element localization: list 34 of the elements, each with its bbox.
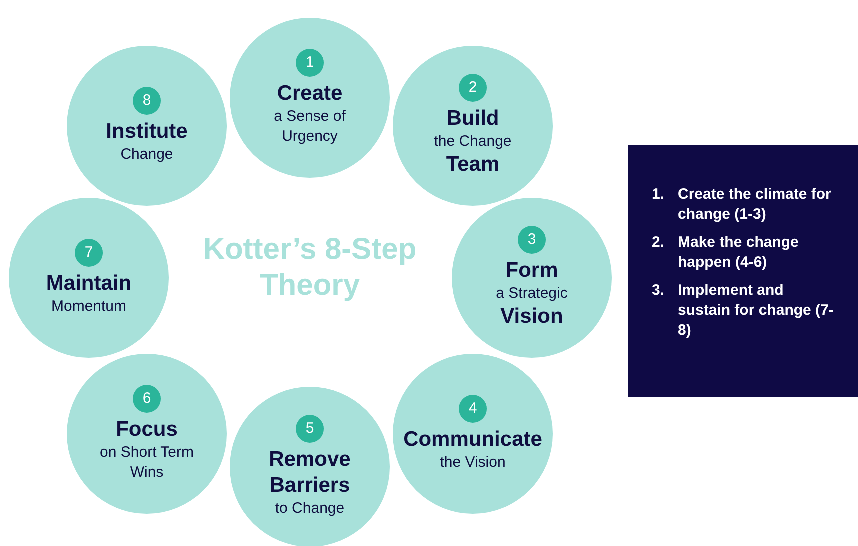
step-subtitle: the Change: [434, 132, 512, 152]
step-subtitle: a Sense of Urgency: [273, 107, 347, 147]
step-title: Build: [446, 106, 500, 132]
list-item: Create the climate for change (1-3): [678, 185, 832, 225]
diagram-title: Kotter’s 8-Step Theory: [202, 232, 418, 304]
step-title: Maintain: [46, 271, 132, 297]
step-title: Vision: [500, 304, 564, 330]
number-badge: 3: [518, 226, 546, 254]
number-badge: 6: [133, 385, 161, 413]
number-badge: 5: [296, 415, 324, 443]
step-subtitle: Change: [120, 145, 174, 165]
step-subtitle: Momentum: [51, 297, 127, 317]
list-number: 1.: [652, 185, 666, 205]
number-badge: 1: [296, 49, 324, 77]
list-item: Make the change happen (4-6): [678, 233, 800, 273]
list-number: 2.: [652, 233, 666, 253]
summary-panel: [628, 145, 858, 397]
number-badge: 7: [75, 239, 103, 267]
step-subtitle: on Short Term Wins: [99, 443, 195, 483]
step-title: Form: [506, 258, 558, 284]
step-subtitle: the Vision: [440, 453, 506, 473]
step-title: Team: [446, 152, 500, 178]
step-title: Remove Barriers: [268, 447, 352, 499]
number-badge: 8: [133, 87, 161, 115]
step-title: Create: [277, 81, 343, 107]
number-badge: 4: [459, 395, 487, 423]
number-badge: 2: [459, 74, 487, 102]
step-title: Communicate: [404, 427, 542, 453]
list-item: Implement and sustain for change (7-8): [678, 281, 834, 341]
step-title: Institute: [106, 119, 188, 145]
step-subtitle: to Change: [275, 499, 345, 519]
step-title: Focus: [116, 417, 178, 443]
step-subtitle: a Strategic: [496, 284, 568, 304]
list-number: 3.: [652, 281, 666, 301]
